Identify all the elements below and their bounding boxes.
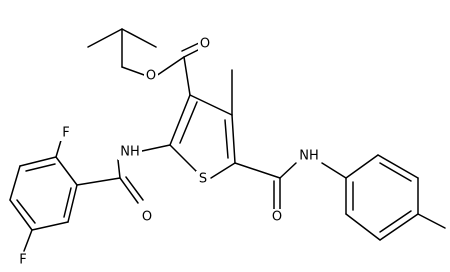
bond [379, 162, 412, 182]
atom-label-nh: NH [120, 145, 140, 160]
bond [141, 144, 171, 152]
bond [169, 94, 191, 146]
atom-label-o: O [272, 210, 282, 225]
bond [76, 177, 121, 186]
bond [155, 56, 185, 77]
bond [379, 210, 412, 233]
bond [19, 156, 57, 167]
bond [179, 101, 198, 144]
bond [121, 66, 148, 77]
atom-labels: O O S NH O NH O F F [17, 36, 321, 268]
bond [379, 213, 419, 241]
bond [16, 199, 36, 224]
bond [377, 154, 419, 179]
bond [234, 162, 281, 179]
bond [117, 159, 121, 179]
bond [9, 165, 21, 201]
bond [31, 221, 69, 231]
bond [345, 213, 381, 241]
bond [279, 162, 297, 179]
bond [224, 119, 229, 159]
bond [55, 156, 78, 186]
bond [25, 163, 56, 172]
atom-label-o: O [200, 37, 210, 52]
bond [119, 177, 139, 204]
bond [189, 94, 233, 116]
atom-label-f: F [62, 126, 69, 141]
bond [417, 213, 446, 229]
bond [183, 56, 191, 96]
bond [125, 176, 144, 201]
bond [63, 187, 72, 218]
bond [321, 162, 347, 179]
atom-label-nh: NH [299, 149, 319, 164]
bond [181, 42, 200, 52]
atom-label-o: O [146, 69, 156, 84]
bond [210, 162, 236, 179]
bond [169, 144, 198, 173]
bond [9, 199, 33, 231]
bond [121, 28, 157, 48]
atom-label-s: S [199, 172, 207, 187]
atom-label-f: F [19, 253, 26, 268]
atom-label-o: O [142, 210, 152, 225]
bond [87, 28, 123, 48]
bond [67, 184, 78, 223]
bond [231, 114, 236, 164]
bond [345, 154, 379, 179]
bonds [9, 28, 446, 252]
bond [23, 229, 33, 252]
